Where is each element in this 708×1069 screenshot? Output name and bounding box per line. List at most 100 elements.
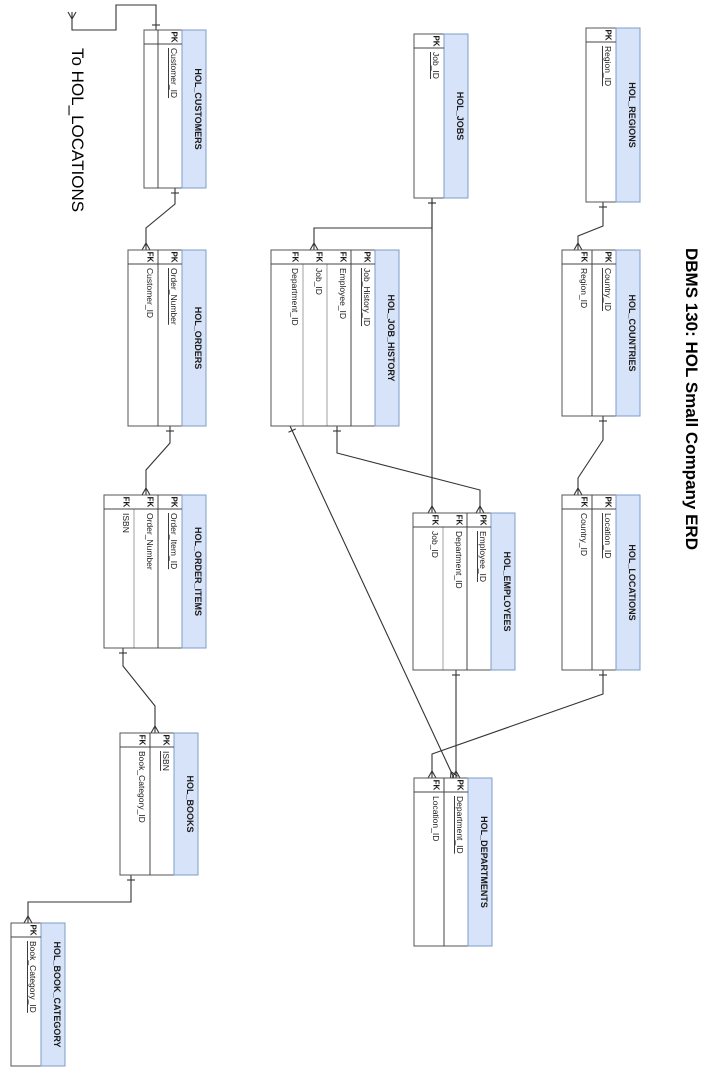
table-header (181, 29, 207, 189)
key-label: PK (432, 35, 441, 46)
relationship-line (71, 4, 157, 31)
field-label: Book_Category_ID (137, 751, 147, 823)
relationship-line (431, 670, 604, 778)
key-label: PK (170, 251, 179, 262)
field-label: Customer_ID (145, 268, 155, 318)
relationship-hol-customers-to-hol-locations (67, 4, 160, 31)
table-title: HOL_ORDER_ITEMS (193, 527, 203, 616)
cardinality-many-mark (475, 504, 485, 514)
diagram-title: DBMS 130: HOL Small Company ERD (682, 248, 701, 550)
key-label: FK (315, 252, 324, 263)
key-label: PK (162, 734, 171, 745)
cardinality-many-mark (150, 724, 160, 734)
relationship-line (145, 426, 171, 495)
field-label: Region_ID (579, 268, 589, 308)
cardinality-many-mark (67, 11, 77, 21)
relationship-hol-jobs-to-hol-employees (427, 198, 437, 514)
key-label: FK (291, 252, 300, 263)
relationship-line (577, 202, 604, 250)
table-title: HOL_JOBS (455, 92, 465, 141)
table-header (615, 494, 641, 671)
field-label: Region_ID (603, 46, 613, 86)
key-label: FK (432, 780, 441, 791)
cardinality-many-mark (451, 769, 461, 779)
relationship-hol-jobs-to-hol-job-history (309, 198, 436, 251)
table-header (615, 27, 641, 203)
relationship-hol-employees-to-hol-departments (451, 670, 461, 779)
cardinality-many-mark (427, 769, 437, 779)
field-label: Customer_ID (169, 48, 179, 98)
field-label: Department_ID (455, 796, 465, 854)
key-label: FK (146, 252, 155, 263)
relationship-hol-order-items-to-hol-books (119, 648, 160, 734)
key-label: FK (339, 252, 348, 263)
table-header (374, 249, 400, 427)
field-label: Department_ID (290, 268, 300, 326)
key-label: FK (122, 497, 131, 508)
key-label: PK (456, 779, 465, 790)
table-header (443, 33, 469, 199)
relationship-line (122, 648, 156, 733)
cardinality-many-mark (449, 770, 458, 780)
key-label: FK (455, 515, 464, 526)
table-title: HOL_CUSTOMERS (193, 68, 203, 149)
cardinality-many-mark (573, 241, 583, 251)
field-label: Job_ID (431, 52, 441, 79)
cardinality-many-mark (141, 486, 151, 496)
relationship-lines (23, 4, 607, 924)
key-label: PK (170, 496, 179, 507)
table-title: HOL_ORDERS (193, 307, 203, 370)
cardinality-many-mark (427, 504, 437, 514)
table-title: HOL_LOCATIONS (627, 544, 637, 620)
relationship-hol-books-to-hol-book-category (23, 875, 135, 924)
relationship-line (145, 188, 176, 250)
field-label: Job_ID (314, 268, 324, 295)
relationship-line (577, 416, 604, 495)
relationship-hol-countries-to-hol-locations (573, 416, 607, 496)
table-title: HOL_BOOKS (185, 775, 195, 832)
relationship-line (336, 426, 481, 513)
table-title: HOL_REGIONS (627, 82, 637, 148)
relationship-hol-regions-to-hol-countries (573, 202, 607, 251)
key-label: FK (580, 252, 589, 263)
table-title: HOL_BOOK_CATEGORY (52, 941, 62, 1047)
relationship-hol-locations-to-hol-departments (427, 670, 607, 779)
cardinality-many-mark (573, 486, 583, 496)
field-label: Location_ID (603, 513, 613, 558)
field-label: Order_Number (145, 513, 155, 570)
relationship-hol-job-history-to-hol-departments (288, 425, 458, 780)
field-label: ISBN (161, 751, 171, 771)
table-header (181, 249, 207, 427)
table-hol-jobs: HOL_JOBS PK Job_ID (413, 33, 469, 199)
field-label: Employee_ID (338, 268, 348, 319)
table-hol-departments: HOL_DEPARTMENTSPKDepartment_IDFKLocation… (413, 777, 493, 947)
table-header (615, 249, 641, 417)
field-label: Country_ID (579, 513, 589, 556)
cardinality-many-mark (23, 914, 33, 924)
table-header (173, 732, 199, 876)
key-label: FK (431, 515, 440, 526)
relationship-line (27, 875, 132, 923)
field-label: Location_ID (431, 796, 441, 841)
cardinality-many-mark (309, 241, 319, 251)
table-header (40, 922, 66, 1067)
key-label: PK (604, 29, 613, 40)
table-hol-order-items: HOL_ORDER_ITEMS PK Order_Item_ID FK Order_Nu… (103, 494, 207, 649)
field-label: Order_Item_ID (169, 513, 179, 569)
relationship-line (289, 425, 455, 779)
table-title: HOL_EMPLOYEES (502, 551, 512, 631)
key-label: FK (580, 497, 589, 508)
table-hol-job-history: HOL_JOB_HISTORYPKJob_History_IDFKEmploye… (270, 249, 400, 427)
cardinality-many-mark (141, 241, 151, 251)
key-label: PK (604, 251, 613, 262)
entity-tables: HOL_CUSTOMERSPKCustomer_IDHOL_JOBSPKJob_… (10, 27, 641, 1067)
table-header (467, 777, 493, 947)
relationship-line (313, 198, 433, 250)
